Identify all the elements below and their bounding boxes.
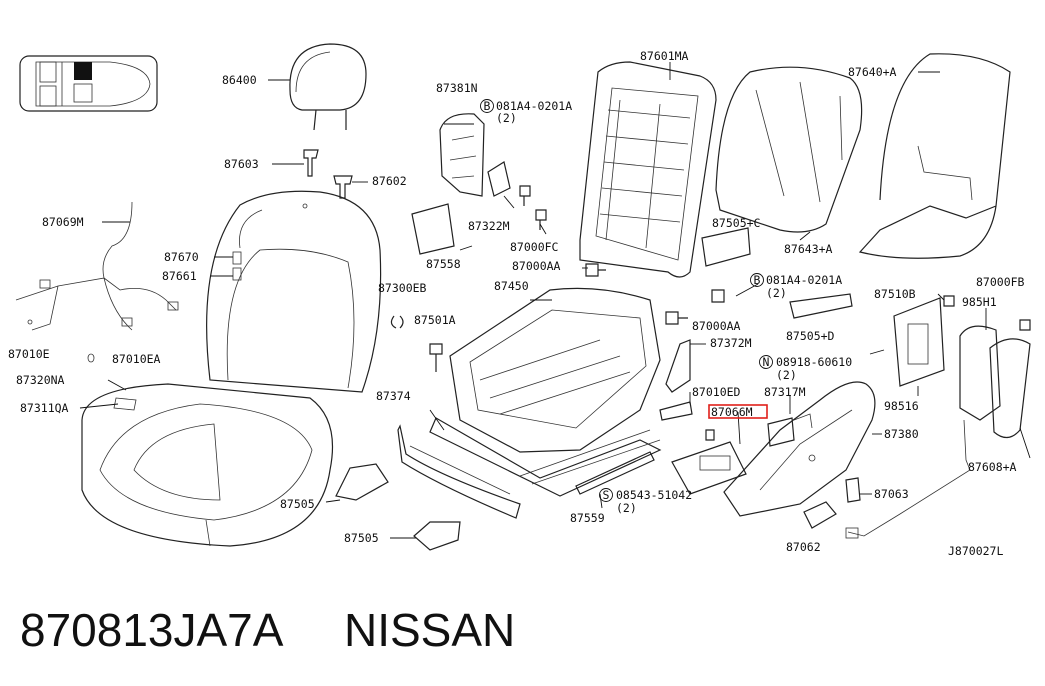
seat-back-cover-drawing <box>715 53 1011 259</box>
bracket-drawing <box>701 227 853 319</box>
label-08543: 08543-51042 <box>616 488 692 502</box>
label-87380: 87380 <box>884 427 919 441</box>
recliner-drawing <box>665 339 706 393</box>
label-87000fc: 87000FC <box>510 240 559 254</box>
bolt-drawing <box>429 185 725 372</box>
label-87505-b: 87505 <box>344 531 379 545</box>
side-cover-drawing <box>723 381 882 517</box>
label-87300eb: 87300EB <box>378 281 427 295</box>
label-081a4-top: 081A4-0201A <box>496 99 572 113</box>
brand-caption: NISSAN <box>344 604 515 656</box>
label-87372m: 87372M <box>710 336 752 350</box>
label-87317m: 87317M <box>764 385 806 399</box>
headrest-drawing <box>268 43 367 131</box>
airbag-wiring-drawing <box>845 308 1031 539</box>
label-qty-d: (2) <box>616 501 637 515</box>
wire-harness-drawing <box>15 201 179 363</box>
label-87505-a: 87505 <box>280 497 315 511</box>
label-87643a: 87643+A <box>784 242 833 256</box>
symbol-b-1: B <box>484 99 491 113</box>
label-87601ma: 87601MA <box>640 49 689 63</box>
knob-drawing <box>803 477 872 529</box>
frame-cover-drawing <box>411 113 511 255</box>
label-87602: 87602 <box>372 174 407 188</box>
label-87010ea: 87010EA <box>112 352 161 366</box>
label-87066m: 87066M <box>711 405 753 419</box>
label-87603: 87603 <box>224 157 259 171</box>
label-98516: 98516 <box>884 399 919 413</box>
fastener-symbols: B B N S <box>480 99 773 502</box>
label-87670: 87670 <box>164 250 199 264</box>
seat-cushion-frame-drawing <box>429 287 662 497</box>
car-locator-icon <box>19 55 158 112</box>
label-87062: 87062 <box>786 540 821 554</box>
symbol-s: S <box>603 488 610 502</box>
label-87608a: 87608+A <box>968 460 1017 474</box>
label-87000aa-b: 87000AA <box>692 319 741 333</box>
label-87000aa-a: 87000AA <box>512 259 561 273</box>
label-87559: 87559 <box>570 511 605 525</box>
front-trim-drawing <box>397 409 521 519</box>
label-87640a: 87640+A <box>848 65 897 79</box>
label-87505d: 87505+D <box>786 329 835 343</box>
label-87063: 87063 <box>874 487 909 501</box>
symbol-b-2: B <box>754 273 761 287</box>
part-labels: 86400 87381N 081A4-0201A (2) 87601MA 876… <box>8 49 1025 554</box>
clip-87300eb-drawing <box>390 315 404 329</box>
label-87558: 87558 <box>426 257 461 271</box>
label-87510b: 87510B <box>874 287 916 301</box>
headrest-guide-drawing <box>272 149 368 199</box>
label-qty-a: (2) <box>496 111 517 125</box>
clip-drawing <box>210 251 242 281</box>
label-87010ed: 87010ED <box>692 385 741 399</box>
highlight-box <box>708 404 768 419</box>
connector-drawing <box>767 396 813 447</box>
label-87069m: 87069M <box>42 215 84 229</box>
sensor-drawing <box>893 295 955 396</box>
label-qty-b: (2) <box>766 286 787 300</box>
reference-code: J870027L <box>948 544 1003 558</box>
label-87381n: 87381N <box>436 81 478 95</box>
floor-bracket-drawing <box>325 463 461 551</box>
label-985h1: 985H1 <box>962 295 997 309</box>
label-87320na: 87320NA <box>16 373 65 387</box>
label-86400: 86400 <box>222 73 257 87</box>
label-87311qa: 87311QA <box>20 401 69 415</box>
seat-cushion-drawing <box>81 383 334 547</box>
label-87505c: 87505+C <box>712 216 761 230</box>
rail-cover-drawing <box>575 451 655 509</box>
label-87010e: 87010E <box>8 347 50 361</box>
symbol-n: N <box>763 355 770 369</box>
label-081a4-mid: 081A4-0201A <box>766 273 842 287</box>
label-87322m: 87322M <box>468 219 510 233</box>
label-87661: 87661 <box>162 269 197 283</box>
label-87374: 87374 <box>376 389 411 403</box>
part-number-caption: 870813JA7A <box>20 604 284 656</box>
label-qty-c: (2) <box>776 368 797 382</box>
label-87000fb: 87000FB <box>976 275 1025 289</box>
label-87450: 87450 <box>494 279 529 293</box>
label-87501a: 87501A <box>414 313 456 327</box>
seat-back-frame-drawing <box>579 61 717 278</box>
seat-back-cushion-drawing <box>206 190 382 393</box>
label-08918: 08918-60610 <box>776 355 852 369</box>
